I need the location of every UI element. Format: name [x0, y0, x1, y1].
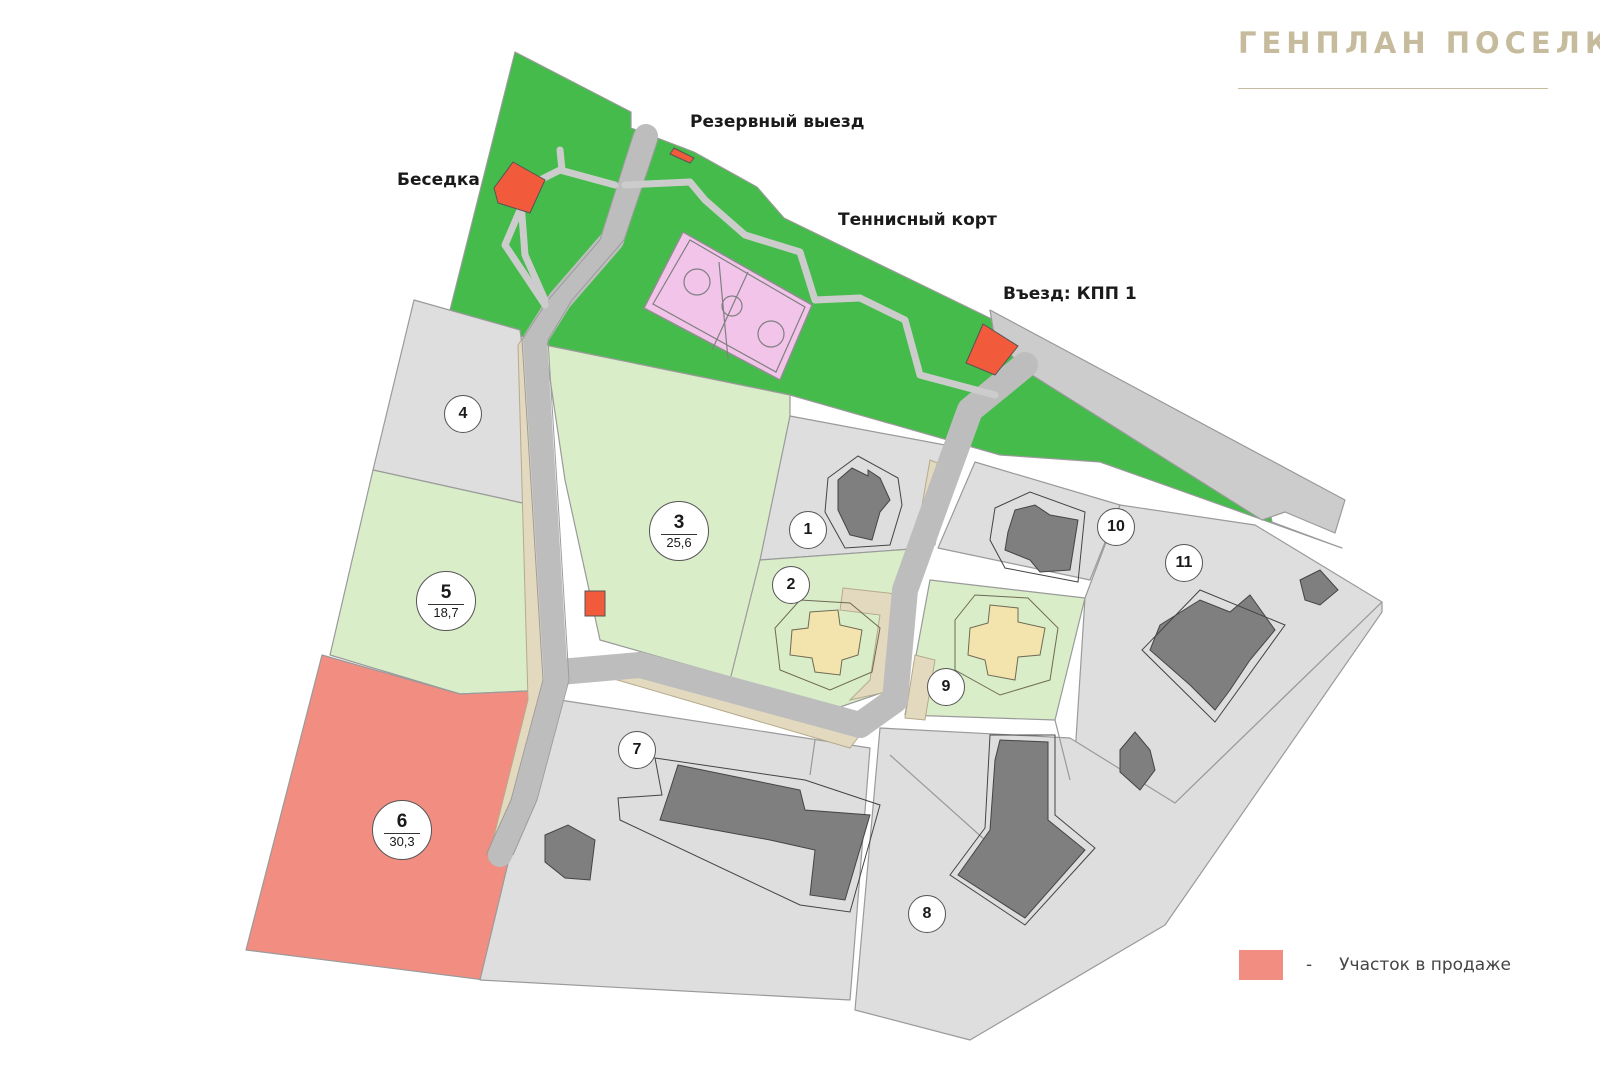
legend-for-sale-label: Участок в продаже — [1339, 955, 1511, 975]
plot-1-number: 1 — [803, 521, 813, 538]
map-title: ГЕНПЛАН ПОСЕЛКА — [1238, 26, 1600, 60]
plot-6-area-value: 30,3 — [384, 832, 420, 849]
plot-4-number: 4 — [458, 405, 468, 422]
plot-10-badge[interactable]: 10 — [1097, 508, 1135, 546]
gazebo-icon — [493, 161, 546, 214]
plot-10-number: 10 — [1107, 518, 1125, 535]
plot-11-shed — [1119, 731, 1156, 791]
court-icon — [642, 230, 813, 382]
plot-8-area — [854, 601, 1383, 1041]
plot-11-badge[interactable]: 11 — [1165, 544, 1203, 582]
plot-6-badge[interactable]: 6 30,3 — [372, 800, 432, 860]
checkpoint-icon — [965, 323, 1019, 376]
service-box — [584, 590, 606, 617]
label-gazebo: Беседка — [397, 170, 480, 190]
plot-8-building — [957, 739, 1086, 919]
legend-dash: - — [1306, 955, 1313, 975]
plot-8-badge[interactable]: 8 — [908, 895, 946, 933]
plot-10-house — [1004, 504, 1079, 573]
label-entrance: Въезд: КПП 1 — [1003, 284, 1137, 304]
plot-4-badge[interactable]: 4 — [444, 395, 482, 433]
plot-11-house — [1149, 594, 1276, 711]
road-loop — [547, 352, 1038, 738]
plot-7-shed — [544, 824, 596, 881]
plot-9-number: 9 — [941, 678, 951, 695]
plot-5-number: 5 — [440, 581, 452, 603]
path-9 — [904, 654, 936, 721]
plot-11-annex — [1299, 569, 1339, 606]
plot-7-number: 7 — [632, 741, 642, 758]
plot-9-house — [967, 604, 1046, 681]
plot-3-number: 3 — [673, 511, 685, 533]
plot-2-number: 2 — [786, 576, 796, 593]
plot-5-badge[interactable]: 5 18,7 — [416, 571, 476, 631]
plot-9-badge[interactable]: 9 — [927, 668, 965, 706]
plot-7-badge[interactable]: 7 — [618, 731, 656, 769]
title-divider — [1238, 88, 1548, 89]
plot-7-building — [659, 764, 871, 901]
plot-3-area-value: 25,6 — [661, 533, 697, 550]
label-reserve-exit: Резервный выезд — [690, 112, 865, 132]
plot-3-badge[interactable]: 3 25,6 — [649, 501, 709, 561]
plot-1-badge[interactable]: 1 — [789, 511, 827, 549]
plot-2-house — [789, 609, 863, 676]
plot-2-badge[interactable]: 2 — [772, 566, 810, 604]
plot-11-number: 11 — [1175, 554, 1193, 571]
label-tennis-court: Теннисный корт — [838, 210, 997, 230]
plot-6-number: 6 — [396, 810, 408, 832]
plot-8-number: 8 — [922, 905, 932, 922]
plot-1-house — [837, 467, 891, 541]
plot-5-area-value: 18,7 — [428, 603, 464, 620]
road-main — [488, 124, 658, 867]
legend-for-sale-swatch — [1239, 950, 1283, 980]
legend-for-sale-text: - Участок в продаже — [1306, 955, 1511, 975]
reserve-gate-icon — [669, 147, 695, 164]
